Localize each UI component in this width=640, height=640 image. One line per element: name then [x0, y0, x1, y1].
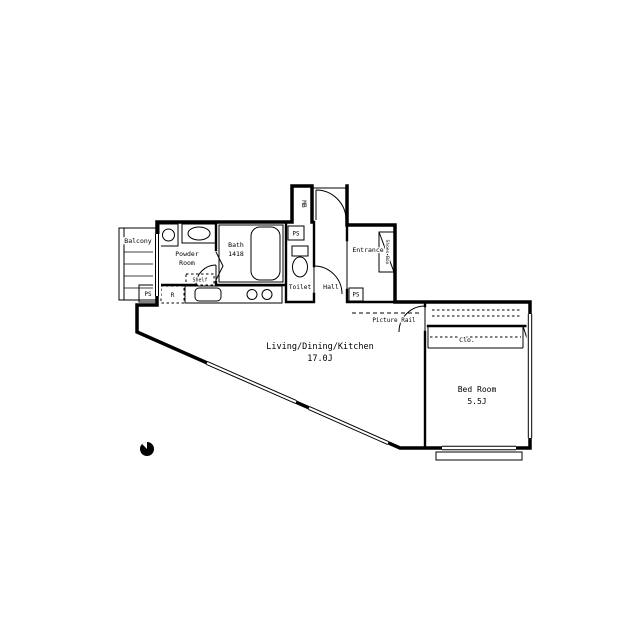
stove-burner-icon	[261, 289, 273, 300]
bedroom-bottom-window-lines	[442, 445, 516, 451]
powder-room-label-line1: Powder	[175, 250, 199, 258]
closet-label: Clo.	[459, 336, 475, 344]
powder-room-door-swing	[195, 264, 217, 286]
ps-toilet-label: PS	[293, 232, 300, 238]
diagonal-window-lines-1	[206, 361, 297, 404]
vanity-sink-icon	[187, 226, 211, 241]
shelf-space	[185, 273, 215, 286]
shoes-box	[378, 231, 395, 273]
balcony-window-gap	[153, 234, 161, 296]
entrance-door-swing	[315, 189, 347, 221]
balcony-label: Balcony	[124, 237, 151, 245]
bedroom-window-sill	[435, 451, 523, 461]
ps-left-label: PS	[145, 292, 152, 298]
ldk-name-label: Living/Dining/Kitchen	[266, 342, 373, 352]
washer-pan	[158, 223, 179, 247]
bath-room-inner-outline	[218, 224, 284, 283]
kitchen-sink-icon	[194, 287, 222, 302]
interior-wall-lines	[155, 220, 532, 450]
vanity-counter	[181, 223, 217, 244]
kitchen-counter	[184, 285, 283, 304]
exterior-wall-outline	[135, 184, 532, 450]
bedroom-door-swing	[398, 305, 426, 333]
diagonal-window-lines-2	[308, 406, 389, 445]
shoes-box-diagonal	[378, 231, 395, 273]
refrigerator-label: R	[171, 292, 175, 299]
doors	[195, 189, 426, 333]
bath-label: Bath	[228, 241, 244, 249]
toilet-bowl-icon	[292, 256, 308, 278]
diagonal-window-gap-2	[307, 405, 390, 446]
column-dot-notch	[142, 442, 147, 449]
exterior-walls	[135, 184, 532, 450]
windows	[153, 234, 534, 452]
diagonal-window-gap-1	[205, 360, 298, 405]
closet-outline	[427, 326, 524, 349]
ldk-size-label: 17.0J	[307, 354, 333, 364]
ps-toilet-box	[287, 225, 305, 241]
balcony-window-lines	[155, 234, 159, 296]
kitchen-area	[160, 273, 283, 304]
column-marker	[140, 442, 154, 456]
hall-label: Hall	[323, 283, 339, 291]
interior-walls	[155, 187, 532, 450]
shelf-label: Shelf	[192, 278, 207, 284]
high-window-dashes	[432, 309, 520, 317]
shoes-box-label: Shoes Box	[384, 240, 390, 265]
toilet-tank	[291, 245, 309, 257]
bedroom-bottom-window-gap	[442, 444, 516, 452]
stove-burner-icon	[246, 289, 258, 300]
bedroom-name-label: Bed Room	[458, 385, 497, 394]
toilet-label: Toilet	[289, 284, 312, 291]
toilet-door-swing	[313, 265, 343, 295]
bath-size-label: 1418	[228, 250, 244, 258]
ps-entrance-box	[348, 287, 364, 302]
bedroom-right-window-gap	[526, 314, 534, 438]
washer-drum-icon	[162, 228, 175, 242]
bathtub-icon	[250, 226, 281, 281]
balcony-deck-lines	[124, 251, 157, 289]
wet-area-fixtures	[158, 223, 309, 283]
bath-folding-door	[215, 251, 224, 281]
labels: Balcony Powder Room Bath 1418 Toilet Hal…	[123, 199, 497, 406]
entrance-area	[378, 231, 395, 273]
ps-entrance-label: PS	[353, 293, 360, 299]
bedroom-size-label: 5.5J	[467, 397, 486, 406]
picture-rail-label: Picture Rail	[372, 317, 416, 324]
powder-room-label-line2: Room	[179, 259, 195, 267]
mb-label: MB	[300, 200, 307, 208]
entrance-label: Entrance	[352, 246, 383, 254]
bedroom-right-window-lines	[527, 314, 533, 438]
